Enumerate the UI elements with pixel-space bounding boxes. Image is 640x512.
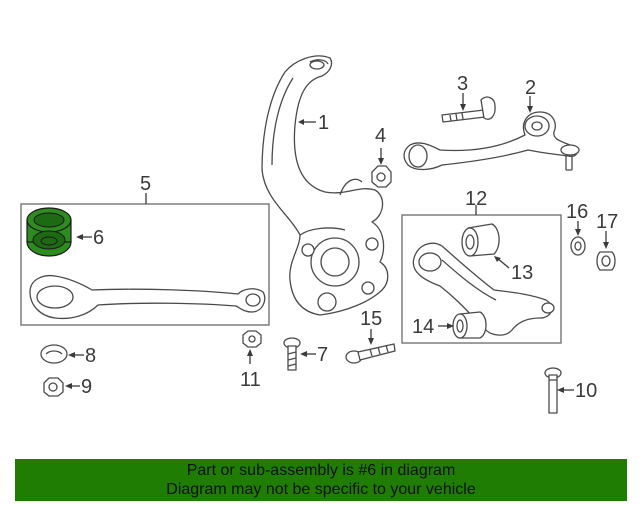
bolt-10-part[interactable]	[544, 367, 562, 414]
bolt-15-part[interactable]	[345, 343, 396, 364]
nut-9-part[interactable]	[43, 377, 64, 397]
bushing-13-part[interactable]	[461, 223, 500, 257]
lower-arm-part[interactable]	[29, 274, 266, 320]
callout-11: 11	[240, 369, 261, 391]
callout-5: 5	[140, 173, 151, 195]
callout-13: 13	[511, 262, 533, 284]
callout-16: 16	[566, 201, 588, 223]
callout-9: 9	[81, 376, 92, 398]
callout-15: 15	[360, 308, 382, 330]
rear-arm-assembly-box	[401, 214, 562, 344]
callout-7: 7	[317, 344, 328, 366]
callout-8: 8	[85, 345, 96, 367]
lower-arm-assembly-box	[20, 203, 270, 326]
callout-1: 1	[318, 112, 329, 134]
nut-17-part[interactable]	[596, 251, 616, 271]
nut-11-part[interactable]	[242, 330, 262, 348]
bolt-7-part[interactable]	[283, 337, 301, 371]
upper-control-arm-part[interactable]	[403, 111, 580, 171]
footer-line-1: Part or sub-assembly is #6 in diagram	[186, 462, 456, 479]
callout-12: 12	[465, 188, 487, 210]
callout-10: 10	[575, 380, 597, 402]
knuckle-part[interactable]	[261, 55, 389, 316]
callout-2: 2	[525, 77, 536, 99]
bushing-6-highlighted[interactable]	[26, 207, 72, 257]
rear-arm-part[interactable]	[412, 242, 555, 336]
bushing-14-part[interactable]	[452, 311, 487, 339]
parts-diagram: 1 2 3 4 5	[20, 55, 618, 414]
washer-16-part[interactable]	[570, 236, 586, 256]
callout-17: 17	[596, 211, 618, 233]
callout-4: 4	[375, 125, 386, 147]
callout-6: 6	[93, 227, 104, 249]
callout-14: 14	[412, 316, 434, 338]
washer-8-part[interactable]	[40, 344, 68, 364]
callout-3: 3	[457, 73, 468, 95]
footer-banner: Part or sub-assembly is #6 in diagram Di…	[15, 459, 627, 501]
footer-line-2: Diagram may not be specific to your vehi…	[166, 481, 476, 498]
bolt-3-part[interactable]	[441, 96, 496, 123]
nut-4-part[interactable]	[371, 165, 392, 188]
